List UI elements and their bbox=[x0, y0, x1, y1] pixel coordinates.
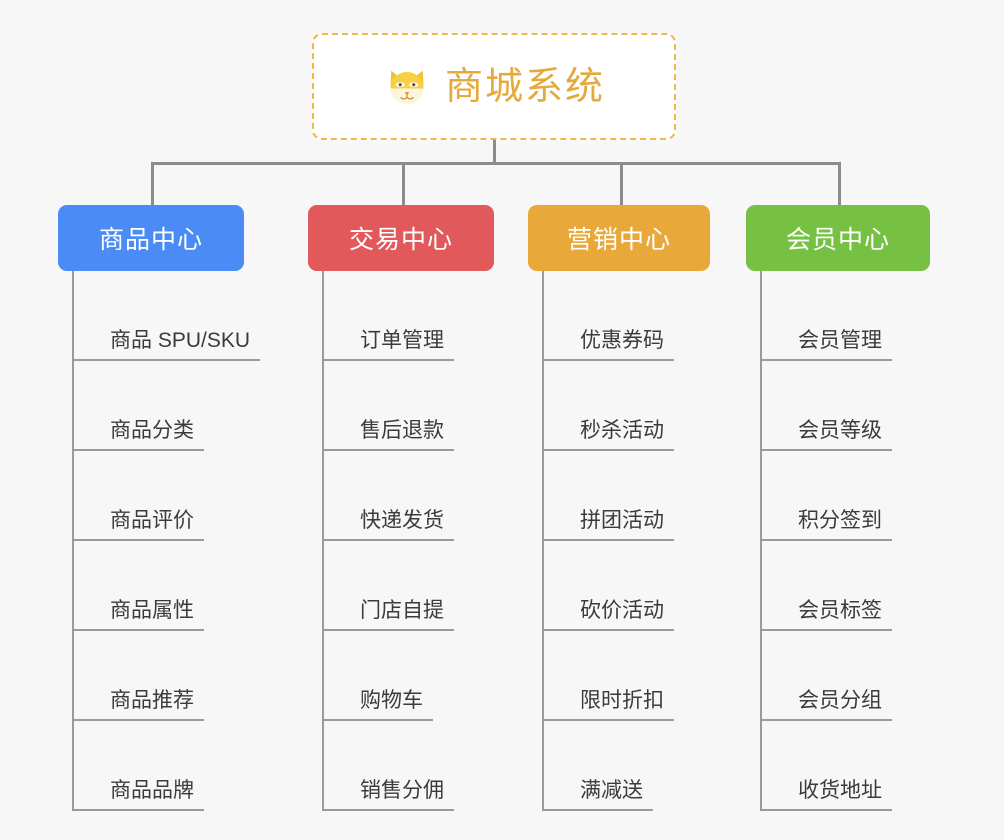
leaf-item-underline bbox=[760, 809, 892, 811]
leaf-item-underline bbox=[72, 449, 204, 451]
branch-node-2[interactable]: 营销中心 bbox=[528, 205, 710, 271]
leaf-item[interactable]: 商品属性 bbox=[72, 541, 204, 631]
leaf-item-label: 商品评价 bbox=[110, 508, 194, 532]
leaf-item-label: 商品属性 bbox=[110, 598, 194, 622]
leaf-item-underline bbox=[322, 359, 454, 361]
leaf-item-label: 快递发货 bbox=[360, 508, 444, 532]
leaf-spine bbox=[760, 271, 762, 811]
leaf-item-label: 订单管理 bbox=[360, 328, 444, 352]
leaf-item-underline bbox=[322, 629, 454, 631]
leaf-item[interactable]: 商品 SPU/SKU bbox=[72, 271, 261, 361]
leaf-item-label: 商品推荐 bbox=[110, 688, 194, 712]
leaf-item-label: 拼团活动 bbox=[580, 508, 664, 532]
leaf-item-underline bbox=[72, 629, 204, 631]
leaf-item[interactable]: 会员标签 bbox=[760, 541, 892, 631]
leaf-item-label: 优惠券码 bbox=[580, 328, 664, 352]
leaf-item[interactable]: 会员等级 bbox=[760, 361, 892, 451]
leaf-item[interactable]: 拼团活动 bbox=[542, 451, 674, 541]
leaf-item-underline bbox=[322, 809, 454, 811]
leaf-item-label: 满减送 bbox=[580, 778, 643, 802]
leaf-item[interactable]: 商品分类 bbox=[72, 361, 204, 451]
leaf-spine bbox=[72, 271, 74, 811]
leaf-item-label: 售后退款 bbox=[360, 418, 444, 442]
root-node[interactable]: 商城系统 bbox=[312, 33, 676, 140]
leaf-item-label: 秒杀活动 bbox=[580, 418, 664, 442]
branch-label: 会员中心 bbox=[785, 226, 890, 254]
shiba-inu-dog-icon bbox=[390, 70, 424, 104]
branch-label: 营销中心 bbox=[566, 226, 671, 254]
leaf-item[interactable]: 限时折扣 bbox=[542, 631, 674, 721]
leaf-item-label: 会员管理 bbox=[798, 328, 882, 352]
leaf-item[interactable]: 砍价活动 bbox=[542, 541, 674, 631]
leaf-item-underline bbox=[72, 719, 204, 721]
leaf-item-underline bbox=[72, 359, 261, 361]
leaf-item-label: 会员分组 bbox=[798, 688, 882, 712]
leaf-item-underline bbox=[322, 719, 433, 721]
leaf-spine bbox=[322, 271, 324, 811]
leaf-item-underline bbox=[760, 449, 892, 451]
leaf-item-label: 商品 SPU/SKU bbox=[110, 328, 251, 352]
connector-drop-2 bbox=[402, 162, 405, 207]
leaf-item[interactable]: 优惠券码 bbox=[542, 271, 674, 361]
leaf-item-label: 收货地址 bbox=[798, 778, 882, 802]
branch-label: 商品中心 bbox=[98, 226, 203, 254]
leaf-item-label: 购物车 bbox=[360, 688, 423, 712]
branch-node-0[interactable]: 商品中心 bbox=[58, 205, 244, 271]
leaf-item-underline bbox=[542, 809, 653, 811]
root-title: 商城系统 bbox=[444, 65, 605, 108]
leaf-item-label: 积分签到 bbox=[798, 508, 882, 532]
leaf-item-label: 门店自提 bbox=[360, 598, 444, 622]
leaf-item[interactable]: 会员管理 bbox=[760, 271, 892, 361]
connector-horizontal-bus bbox=[151, 162, 840, 165]
leaf-item-label: 销售分佣 bbox=[360, 778, 444, 802]
leaf-spine bbox=[542, 271, 544, 811]
leaf-item-underline bbox=[542, 449, 674, 451]
leaf-item-underline bbox=[760, 629, 892, 631]
connector-root-stem bbox=[493, 140, 496, 164]
leaf-item[interactable]: 商品推荐 bbox=[72, 631, 204, 721]
branch-label: 交易中心 bbox=[348, 226, 453, 254]
leaf-item-underline bbox=[760, 539, 892, 541]
leaf-item[interactable]: 售后退款 bbox=[322, 361, 454, 451]
leaf-item-underline bbox=[72, 809, 204, 811]
leaf-item-label: 会员标签 bbox=[798, 598, 882, 622]
leaf-item-label: 限时折扣 bbox=[580, 688, 664, 712]
leaf-item-underline bbox=[760, 359, 892, 361]
leaf-item[interactable]: 门店自提 bbox=[322, 541, 454, 631]
leaf-item[interactable]: 收货地址 bbox=[760, 721, 892, 811]
leaf-item[interactable]: 快递发货 bbox=[322, 451, 454, 541]
leaf-item-underline bbox=[542, 719, 674, 721]
connector-drop-1 bbox=[151, 162, 154, 207]
leaf-item-underline bbox=[322, 449, 454, 451]
leaf-item-underline bbox=[760, 719, 892, 721]
leaf-item[interactable]: 满减送 bbox=[542, 721, 653, 811]
leaf-item-label: 会员等级 bbox=[798, 418, 882, 442]
leaf-item[interactable]: 销售分佣 bbox=[322, 721, 454, 811]
leaf-item-label: 商品分类 bbox=[110, 418, 194, 442]
leaf-item[interactable]: 订单管理 bbox=[322, 271, 454, 361]
leaf-item-underline bbox=[322, 539, 454, 541]
connector-drop-4 bbox=[838, 162, 841, 207]
leaf-item-underline bbox=[542, 359, 674, 361]
branch-node-3[interactable]: 会员中心 bbox=[746, 205, 930, 271]
leaf-item[interactable]: 积分签到 bbox=[760, 451, 892, 541]
leaf-item[interactable]: 会员分组 bbox=[760, 631, 892, 721]
leaf-item[interactable]: 商品评价 bbox=[72, 451, 204, 541]
leaf-item-underline bbox=[72, 539, 204, 541]
leaf-item[interactable]: 秒杀活动 bbox=[542, 361, 674, 451]
leaf-item-underline bbox=[542, 629, 674, 631]
leaf-item[interactable]: 购物车 bbox=[322, 631, 433, 721]
connector-drop-3 bbox=[620, 162, 623, 207]
leaf-item-label: 商品品牌 bbox=[110, 778, 194, 802]
leaf-item-label: 砍价活动 bbox=[580, 598, 664, 622]
branch-node-1[interactable]: 交易中心 bbox=[308, 205, 494, 271]
leaf-item-underline bbox=[542, 539, 674, 541]
leaf-item[interactable]: 商品品牌 bbox=[72, 721, 204, 811]
